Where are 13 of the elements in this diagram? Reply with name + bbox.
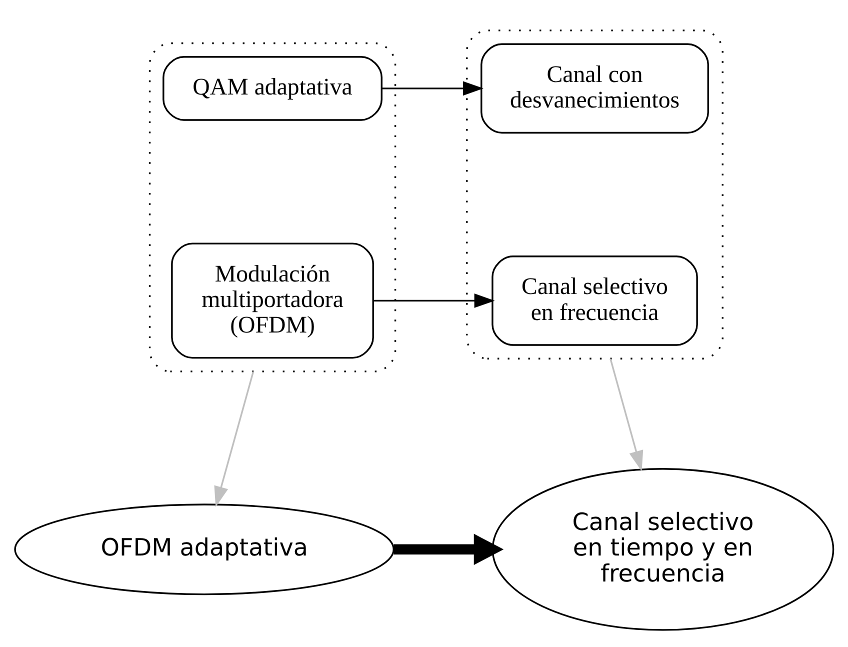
arrow <box>610 358 644 472</box>
node-ellipse: Canal selectivo en tiempo y en frecuencia <box>492 468 834 631</box>
cluster <box>148 42 396 372</box>
node-box: QAM adaptativa <box>162 56 382 121</box>
node-ellipse: OFDM adaptativa <box>14 504 394 596</box>
node-box: Canal con desvanecimientos <box>480 43 709 134</box>
arrow <box>382 81 484 96</box>
cluster <box>466 30 724 360</box>
node-box: Modulación multiportadora (OFDM) <box>171 242 374 359</box>
arrow <box>214 371 254 507</box>
arrow <box>394 534 504 566</box>
node-box: Canal selectivo en frecuencia <box>492 256 698 346</box>
arrow <box>373 294 495 308</box>
